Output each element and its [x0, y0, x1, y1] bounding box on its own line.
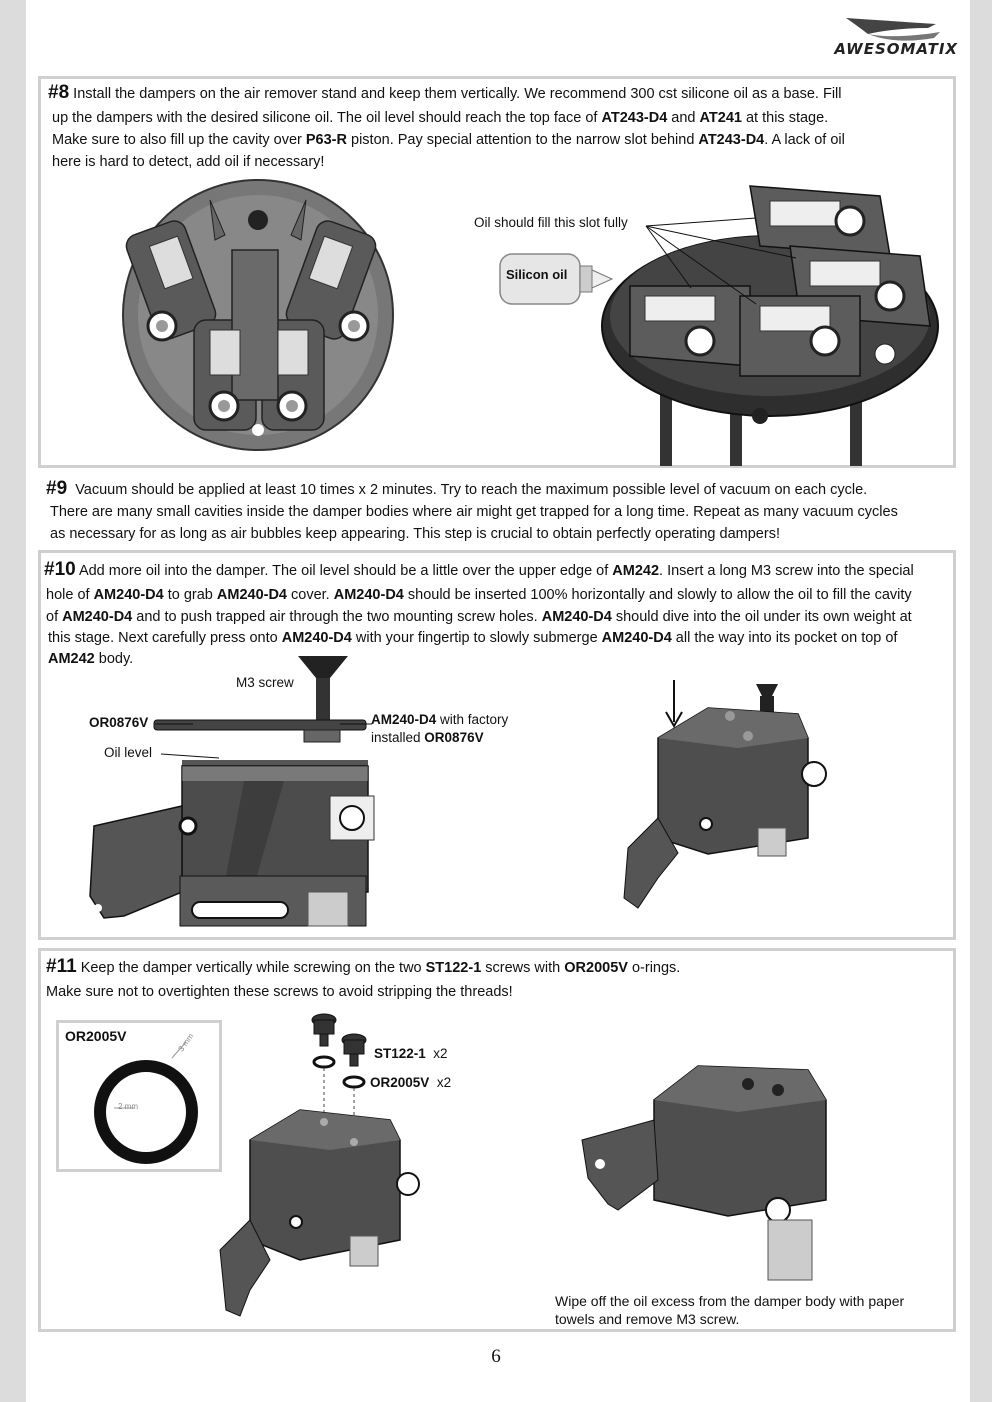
- or0876v-callout: OR0876V: [89, 715, 149, 730]
- step-8-number: #8: [48, 82, 70, 103]
- page-number: 6: [491, 1346, 501, 1367]
- wipe-instruction: Wipe off the oil excess from the damper …: [555, 1293, 905, 1327]
- am240-d4-callout: AM240-D4 with factory installed OR0876V: [371, 712, 509, 745]
- or0876v-leader: [155, 723, 193, 725]
- step-10-line-4: this stage. Next carefully press onto AM…: [48, 630, 898, 646]
- logo-text: AWESOMATIX: [834, 40, 958, 58]
- damper-adjuster-icon: [339, 805, 365, 831]
- damper-press-cover-illustration: [623, 680, 827, 909]
- slot-callout-leaders: [645, 217, 797, 305]
- assembled-damper-illustration: [581, 1065, 827, 1281]
- step-10-number: #10: [44, 559, 76, 580]
- am240-leader: [340, 723, 372, 725]
- slot-callout: Oil should fill this slot fully: [474, 215, 628, 230]
- bird-logo-icon: [846, 18, 940, 41]
- step-10-line-3: of AM240-D4 and to push trapped air thro…: [46, 609, 912, 625]
- step-8-line-1: #8 Install the dampers on the air remove…: [48, 82, 842, 103]
- step-11-line-1: #11 Keep the damper vertically while scr…: [46, 956, 681, 977]
- step-10-line-5: AM242 body.: [48, 651, 134, 667]
- step-9-line-1: #9 Vacuum should be applied at least 10 …: [46, 478, 868, 499]
- step-11-number: #11: [46, 956, 77, 977]
- step-9-line-3: as necessary for as long as air bubbles …: [50, 526, 780, 542]
- damper-adjuster-icon: [874, 343, 896, 365]
- or2005v-callout: OR2005V x2: [370, 1075, 452, 1090]
- step-10-line-1: #10 Add more oil into the damper. The oi…: [44, 559, 914, 580]
- oil-level-callout: Oil level: [104, 745, 153, 760]
- step-9-line-2: There are many small cavities inside the…: [50, 504, 898, 520]
- step-9-number: #9: [46, 478, 68, 499]
- step-8-line-4: here is hard to detect, add oil if neces…: [52, 154, 325, 170]
- oring-detail-title: OR2005V: [65, 1028, 127, 1044]
- brand-logo: AWESOMATIX: [816, 14, 966, 60]
- damper-cover-insert-illustration: [89, 656, 375, 927]
- step-10-line-2: hole of AM240-D4 to grab AM240-D4 cover.…: [46, 587, 912, 603]
- step-8-line-3: Make sure to also fill up the cavity ove…: [52, 132, 845, 148]
- air-remover-top-view-illustration: [122, 179, 394, 451]
- step-11-line-2: Make sure not to overtighten these screw…: [46, 984, 513, 1000]
- silicone-oil-bottle-icon: [499, 253, 614, 305]
- screw-assembly-illustration: [219, 1013, 420, 1317]
- m3-screw-callout: M3 screw: [236, 675, 294, 690]
- oil-level-leader: [160, 753, 220, 759]
- dim-2mm-label: 2 mm: [118, 1102, 138, 1111]
- o-ring-icon: [94, 1041, 198, 1164]
- st122-1-callout: ST122-1 x2: [374, 1046, 448, 1061]
- silicone-oil-label: Silicon oil: [506, 267, 568, 282]
- step-8-line-2: up the dampers with the desired silicone…: [52, 110, 829, 126]
- oring-detail-box: [56, 1020, 222, 1172]
